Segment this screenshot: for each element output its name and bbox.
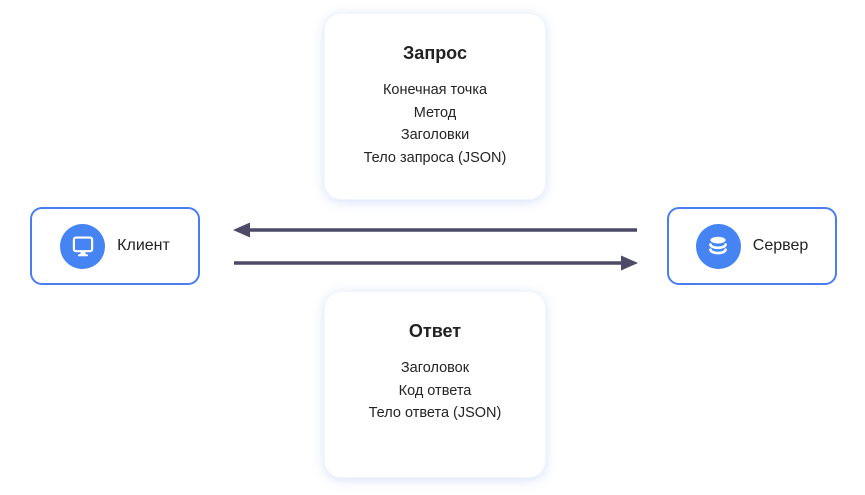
- client-node: Клиент: [30, 207, 200, 285]
- card-item: Код ответа: [398, 382, 472, 399]
- request-card-title: Запрос: [403, 43, 467, 63]
- request-response-arrows: [233, 222, 638, 271]
- bottom-arrow-right: [234, 255, 638, 271]
- server-node: Сервер: [667, 207, 837, 285]
- response-card-title: Ответ: [408, 321, 462, 341]
- database-icon: [695, 223, 741, 269]
- card-item: Заголовок: [400, 360, 470, 376]
- monitor-icon: [60, 223, 106, 269]
- top-arrow-left: [233, 222, 637, 238]
- server-node-label: Сервер: [752, 237, 809, 254]
- card-item: Тело запроса (JSON): [363, 149, 507, 166]
- card-item: Тело ответа (JSON): [368, 405, 502, 421]
- card-item: Конечная точка: [382, 82, 488, 98]
- client-node-label: Клиент: [117, 237, 170, 254]
- card-item: Заголовки: [400, 127, 470, 143]
- card-item: Метод: [413, 104, 457, 121]
